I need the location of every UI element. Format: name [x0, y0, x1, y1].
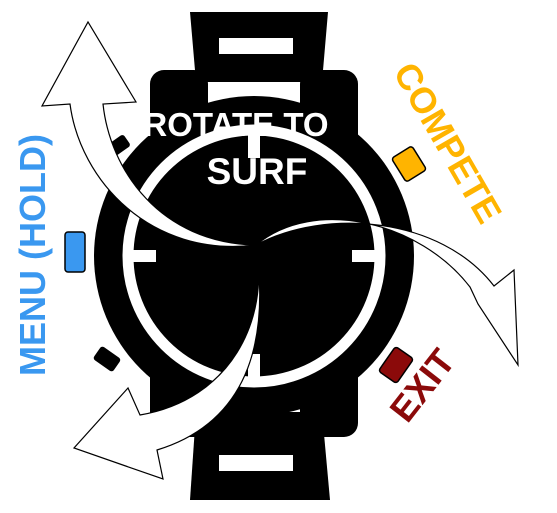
bezel-tick-top: [248, 128, 260, 158]
menu-hold-label: MENU (HOLD): [12, 134, 53, 376]
rotate-arrow-icon: [40, 20, 519, 480]
center-text-line2: SURF: [207, 151, 308, 192]
center-text-line1: ROTATE TO: [143, 106, 328, 143]
rotate-arrow-up-left: [40, 20, 257, 247]
watch-strap-bottom-keeper: [219, 455, 293, 471]
bezel-tick-right: [352, 250, 382, 262]
watch-strap-top-keeper: [219, 38, 293, 54]
watch-case: [94, 96, 414, 416]
bezel-tick-bottom: [248, 354, 260, 384]
bezel-tick-left: [126, 250, 156, 262]
rotate-arrow-down-left: [72, 244, 261, 480]
watch-side-button-lower-left: [93, 346, 121, 372]
exit-button[interactable]: [378, 346, 414, 384]
rotate-arrow-right: [255, 218, 519, 368]
menu-button[interactable]: [64, 231, 86, 273]
compete-button[interactable]: [391, 146, 427, 182]
